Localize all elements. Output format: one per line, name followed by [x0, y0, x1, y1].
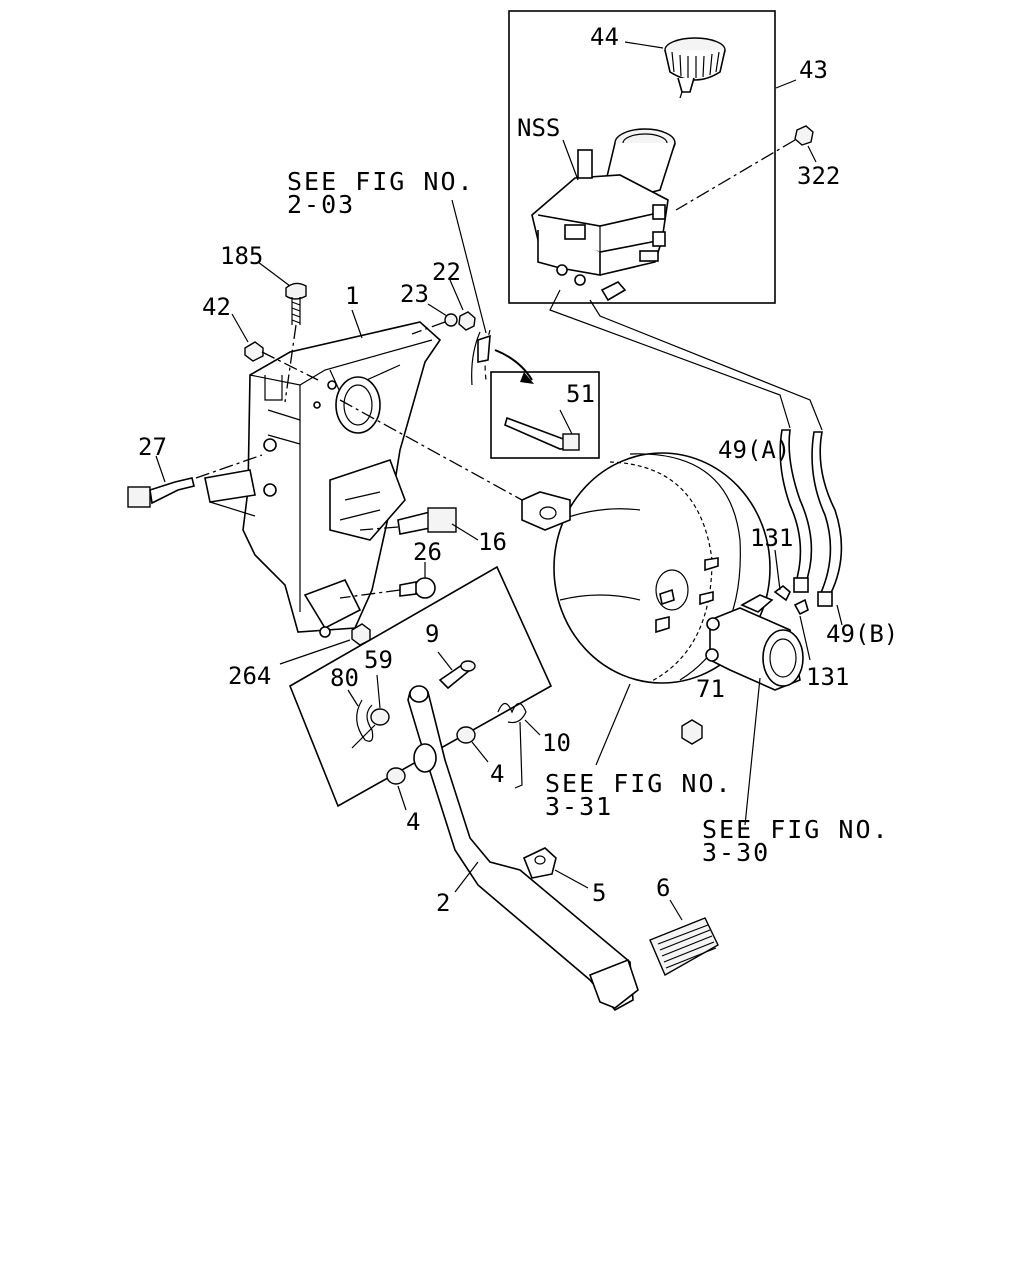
label-2: 2 [436, 889, 450, 917]
label-6: 6 [656, 874, 670, 902]
label-49a: 49(A) [718, 436, 790, 464]
label-80: 80 [330, 664, 359, 692]
stopper-5 [522, 847, 557, 879]
label-131a: 131 [750, 524, 793, 552]
ref-fig-2-03-line1: SEE FIG NO. [287, 167, 475, 196]
label-10: 10 [542, 729, 571, 757]
pedal-pad-6 [649, 917, 719, 976]
bolt-26 [399, 577, 436, 599]
label-185: 185 [220, 242, 263, 270]
label-59: 59 [364, 646, 393, 674]
washer-59 [370, 708, 390, 726]
ref-fig-3-31-line1: SEE FIG NO. [545, 769, 733, 798]
reservoir-tank [531, 128, 676, 302]
washer-23 [444, 313, 458, 327]
nut-22 [458, 311, 476, 331]
label-131b: 131 [806, 663, 849, 691]
label-1: 1 [345, 282, 359, 310]
nut-42 [244, 341, 264, 362]
nut-322 [794, 125, 814, 146]
label-42: 42 [202, 293, 231, 321]
pedal-subassembly-box [288, 565, 553, 808]
label-26: 26 [413, 538, 442, 566]
label-27: 27 [138, 433, 167, 461]
label-43: 43 [799, 56, 828, 84]
master-cylinder [705, 584, 809, 691]
label-4a: 4 [490, 760, 504, 788]
bolt-185 [285, 282, 307, 325]
label-nss: NSS [517, 114, 560, 142]
ref-fig-3-31-line2: 3-31 [545, 792, 613, 821]
hose-a-line [549, 289, 791, 429]
label-4b: 4 [406, 808, 420, 836]
ref-fig-3-30-line2: 3-30 [702, 838, 770, 867]
hoses-49 [779, 429, 843, 607]
bushing-4b [386, 767, 406, 785]
nut-71 [681, 719, 703, 745]
pedal-arm-2 [407, 685, 639, 1012]
label-49b: 49(B) [826, 620, 898, 648]
reservoir-box [508, 10, 776, 304]
label-5: 5 [592, 879, 606, 907]
bushing-4a [456, 726, 476, 744]
stop-switch-16 [397, 507, 457, 535]
label-23: 23 [400, 280, 429, 308]
label-71: 71 [696, 675, 725, 703]
reservoir-group [508, 10, 823, 431]
bolt-27 [127, 477, 195, 508]
label-322: 322 [797, 162, 840, 190]
hose-b-line [589, 299, 823, 431]
ref-fig-2-03-line2: 2-03 [287, 190, 355, 219]
label-44: 44 [590, 23, 619, 51]
ref-fig-3-30-line1: SEE FIG NO. [702, 815, 890, 844]
clip-group [471, 329, 600, 459]
label-16: 16 [478, 528, 507, 556]
label-9: 9 [425, 620, 439, 648]
clip-80 [351, 699, 376, 749]
label-264: 264 [228, 662, 271, 690]
label-22: 22 [432, 258, 461, 286]
spring-10 [497, 702, 527, 789]
clip-box [490, 371, 600, 459]
label-51: 51 [566, 380, 595, 408]
pin-9 [438, 660, 476, 690]
reservoir-cap [664, 37, 726, 99]
